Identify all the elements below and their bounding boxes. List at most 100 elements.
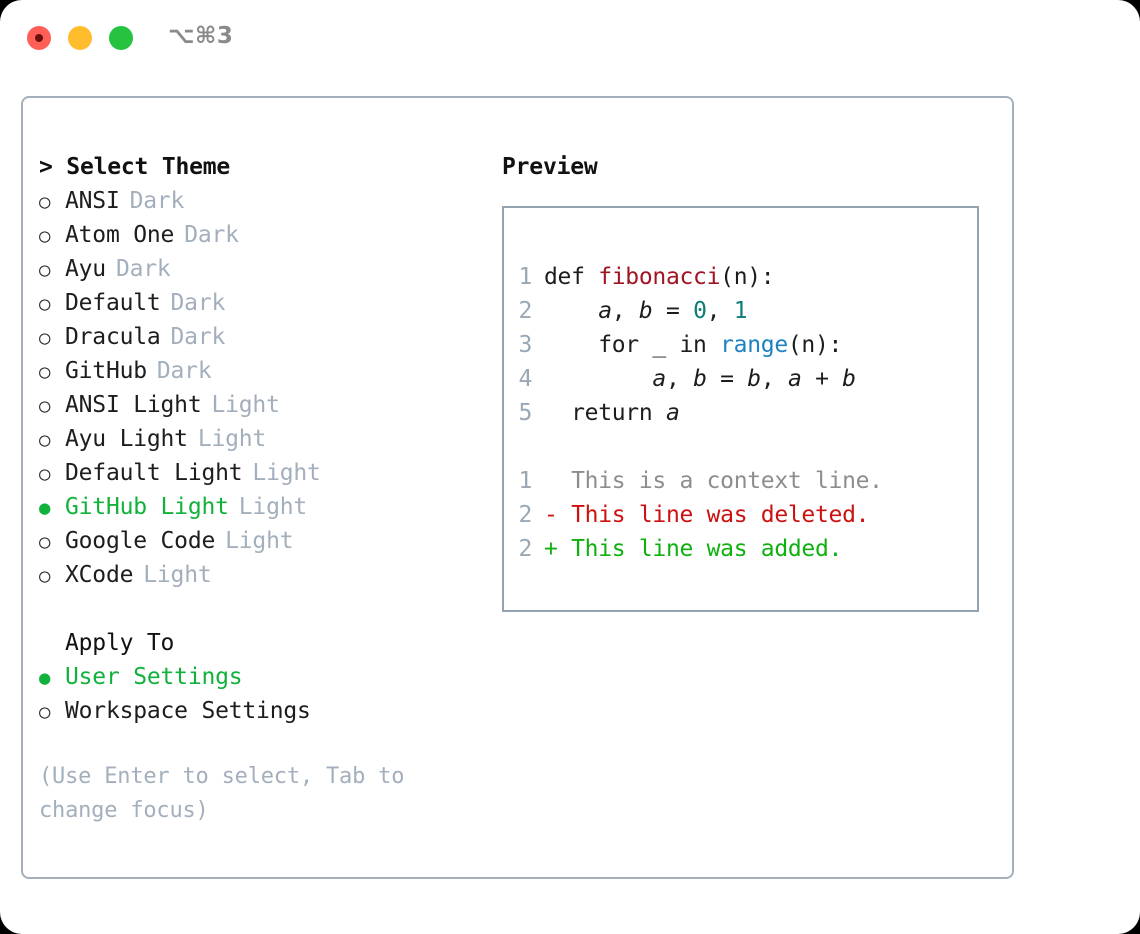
theme-option-row[interactable]: ○ Dracula Dark: [39, 320, 499, 354]
preview-heading: Preview: [502, 154, 598, 180]
theme-variant-tag: Dark: [115, 256, 171, 282]
code-token-builtin: range: [720, 332, 788, 358]
code-token-num: 1: [733, 298, 748, 324]
diff-line-content: + This line was added.: [544, 532, 842, 566]
line-number: 2: [518, 502, 532, 528]
radio-unselected-icon: ○: [39, 429, 51, 451]
radio-unselected-icon: ○: [39, 361, 51, 383]
diff-line-content: - This line was deleted.: [544, 498, 869, 532]
select-theme-heading: > Select Theme: [39, 154, 231, 180]
radio-unselected-icon: ○: [39, 327, 51, 349]
theme-variant-tag: Light: [197, 426, 267, 452]
diff-marker: +: [544, 536, 558, 562]
code-line-content: a, b = b, a + b: [544, 362, 856, 396]
theme-option-row[interactable]: ○ Ayu Light Light: [39, 422, 499, 456]
apply-to-option-label: Workspace Settings: [65, 698, 311, 724]
theme-variant-tag: Dark: [184, 222, 239, 248]
maximize-window-button[interactable]: [109, 26, 133, 50]
window-title: ⌥⌘3: [168, 23, 234, 49]
code-token-punct: (n):: [787, 332, 843, 358]
radio-unselected-icon: ○: [39, 565, 51, 587]
apply-to-list: ● User Settings ○ Workspace Settings: [39, 660, 499, 728]
theme-option-label: Default: [65, 290, 161, 316]
apply-to-option-label: User Settings: [65, 664, 243, 690]
theme-variant-tag: Dark: [156, 358, 212, 384]
code-line-content: return a: [544, 396, 680, 430]
theme-option-row[interactable]: ○ Default Dark: [39, 286, 499, 320]
theme-option-label: Dracula: [65, 324, 161, 350]
code-token-punct: [544, 298, 598, 324]
code-token-punct: ,: [706, 298, 734, 324]
diff-sample: 1 This is a context line. 2 - This line wa…: [504, 464, 977, 566]
code-line: 3 for _ in range(n):: [504, 328, 977, 362]
theme-variant-tag: Dark: [170, 324, 226, 350]
apply-to-heading: Apply To: [65, 630, 175, 656]
theme-option-label: GitHub: [65, 358, 147, 384]
radio-unselected-icon: ○: [39, 395, 51, 417]
theme-option-label: Ayu: [65, 256, 106, 282]
code-token-var: b: [842, 366, 856, 392]
radio-unselected-icon: ○: [39, 531, 51, 553]
code-line: 4 a, b = b, a + b: [504, 362, 977, 396]
theme-option-label: ANSI: [65, 188, 120, 214]
theme-variant-tag: Dark: [170, 290, 226, 316]
code-line-content: for _ in range(n):: [544, 328, 842, 362]
radio-unselected-icon: ○: [39, 259, 51, 281]
diff-marker: [544, 468, 558, 494]
apply-to-option-row[interactable]: ● User Settings: [39, 660, 499, 694]
diff-line-context: 1 This is a context line.: [504, 464, 977, 498]
theme-option-row[interactable]: ○ Ayu Dark: [39, 252, 499, 286]
code-token-var: a: [598, 298, 612, 324]
code-token-punct: (n):: [720, 264, 775, 290]
theme-option-label: GitHub Light: [65, 494, 229, 520]
radio-unselected-icon: ○: [39, 701, 51, 723]
diff-text: This line was added.: [571, 536, 843, 562]
radio-selected-icon: ●: [39, 667, 51, 689]
radio-unselected-icon: ○: [39, 293, 51, 315]
theme-variant-tag: Dark: [129, 188, 185, 214]
diff-line-deleted: 2 - This line was deleted.: [504, 498, 977, 532]
code-token-punct: +: [801, 366, 843, 392]
line-number: 1: [518, 264, 532, 290]
theme-variant-tag: Light: [225, 528, 294, 554]
code-token-var: b: [638, 298, 653, 324]
theme-option-label: Ayu Light: [65, 426, 188, 452]
code-diff-spacer: [504, 430, 977, 464]
code-token-var: a: [652, 366, 666, 392]
theme-variant-tag: Light: [143, 562, 212, 588]
code-token-kw: for _ in: [544, 332, 721, 358]
theme-option-row[interactable]: ○ GitHub Dark: [39, 354, 499, 388]
code-token-var: b: [693, 366, 707, 392]
apply-to-option-row[interactable]: ○ Workspace Settings: [39, 694, 499, 728]
line-number: 5: [518, 400, 532, 426]
code-token-kw: return: [544, 400, 666, 426]
theme-option-label: Google Code: [65, 528, 216, 554]
section-spacer: [39, 592, 499, 626]
theme-option-label: Default Light: [65, 460, 243, 486]
code-token-punct: =: [652, 298, 694, 324]
code-token-num: 0: [693, 298, 707, 324]
radio-unselected-icon: ○: [39, 225, 51, 247]
code-line: 2 a, b = 0, 1: [504, 294, 977, 328]
diff-text: This is a context line.: [571, 468, 883, 494]
minimize-window-button[interactable]: [68, 26, 92, 50]
theme-variant-tag: Light: [238, 494, 308, 520]
diff-text: This line was deleted.: [571, 502, 870, 528]
theme-option-row[interactable]: ○ XCode Light: [39, 558, 499, 592]
theme-option-label: XCode: [65, 562, 134, 588]
theme-option-row[interactable]: ○ Google Code Light: [39, 524, 499, 558]
close-window-button[interactable]: [27, 26, 51, 50]
code-token-punct: =: [706, 366, 748, 392]
